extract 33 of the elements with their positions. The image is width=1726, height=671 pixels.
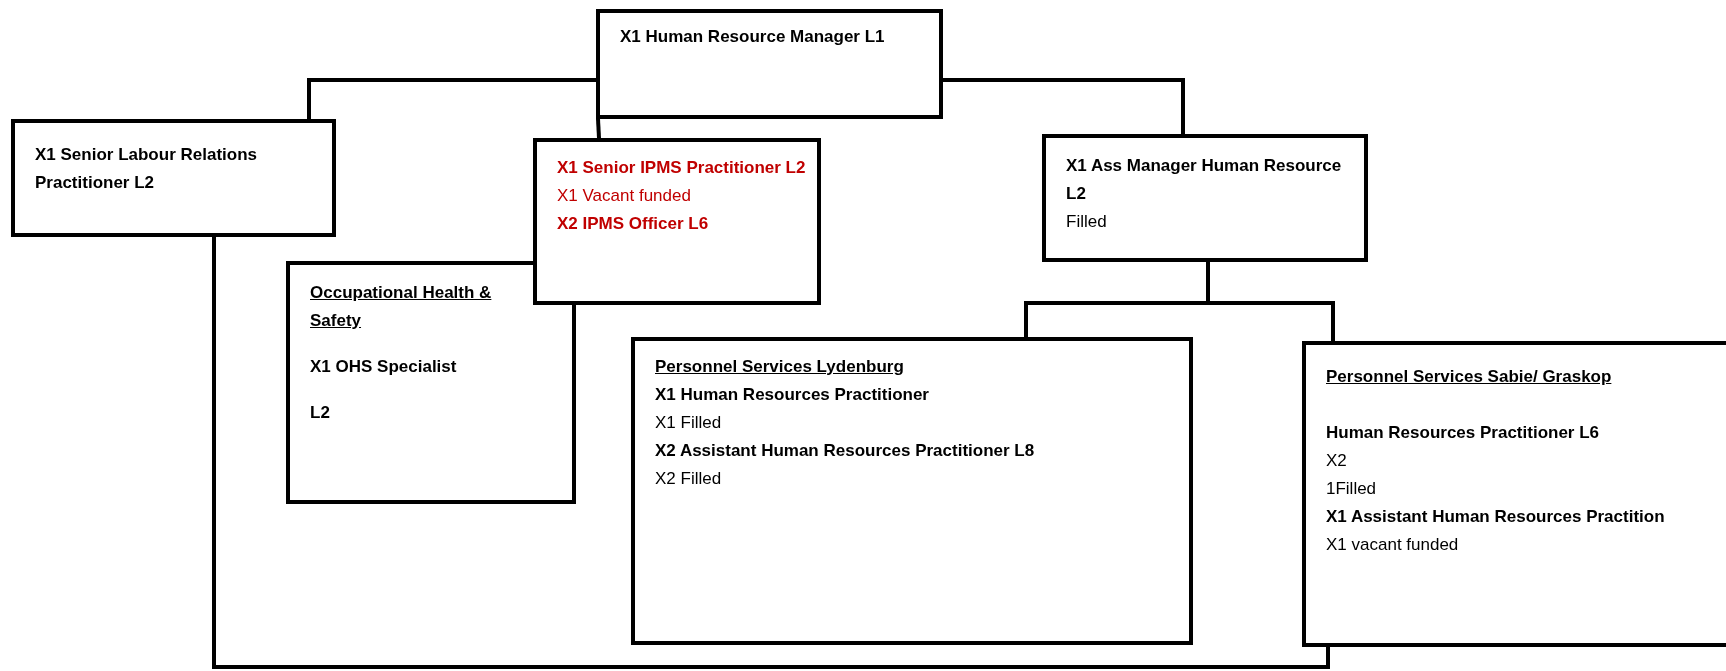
org-box — [11, 119, 336, 237]
position-text: X2 Filled — [655, 468, 723, 490]
connector-line — [212, 237, 1330, 669]
position-text: X1 Human Resources Practitioner — [655, 384, 930, 406]
position-text: X2 IPMS Officer L6 — [557, 213, 710, 235]
connector-line — [1206, 262, 1335, 341]
position-text: X1 Senior IPMS Practitioner L2 — [557, 157, 807, 179]
connector-line — [307, 78, 596, 119]
position-text: X1 Filled — [655, 412, 723, 434]
position-text: L2 — [310, 402, 331, 424]
position-text: X2 Assistant Human Resources Practitioner L8 — [655, 440, 1036, 462]
org-box — [631, 337, 1193, 645]
org-box — [286, 261, 576, 504]
unit-heading: Personnel Services Sabie/ Graskop — [1326, 366, 1613, 388]
connector-line — [943, 78, 1185, 134]
position-text: X1 Senior Labour Relations Practitioner L2 — [35, 144, 258, 194]
org-box — [1042, 134, 1368, 262]
connector-line — [596, 118, 601, 139]
position-text: X1 Vacant funded — [557, 185, 692, 207]
unit-heading: Occupational Health & Safety — [310, 282, 493, 332]
position-text: Human Resources Practitioner L6 — [1326, 422, 1601, 444]
position-text: 1Filled — [1326, 478, 1378, 500]
position-text: X2 — [1326, 450, 1348, 472]
org-box — [596, 9, 943, 119]
position-text: Filled — [1066, 211, 1108, 233]
position-text: X1 Human Resource Manager L1 — [620, 26, 886, 48]
position-text: X1 vacant funded — [1326, 534, 1460, 556]
position-text: X1 Assistant Human Resources Practition — [1326, 506, 1666, 528]
org-box — [1302, 341, 1726, 647]
position-text: X1 OHS Specialist — [310, 356, 458, 378]
unit-heading: Personnel Services Lydenburg — [655, 356, 905, 378]
org-box — [533, 138, 821, 305]
position-text: X1 Ass Manager Human Resource L2 — [1066, 155, 1343, 205]
